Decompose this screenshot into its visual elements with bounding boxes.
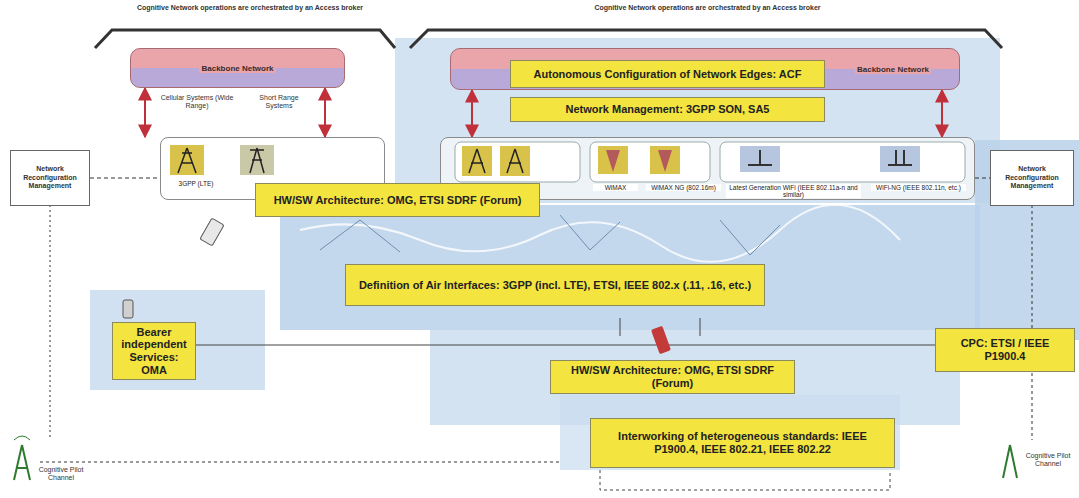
node-text: 3GPP (LTE): [171, 180, 221, 187]
standard-box: Definition of Air Interfaces: 3GPP (incl…: [345, 264, 765, 306]
node-text: HW/SW Architecture: OMG, ETSI SDRF (Foru…: [274, 194, 522, 207]
node-text: Network Reconfiguration Management: [993, 165, 1071, 190]
terrain-line: [320, 215, 780, 255]
node-text: Network Reconfiguration Management: [13, 165, 87, 190]
node-text: Cognitive Network operations are orchest…: [588, 4, 828, 12]
node-text: WiFi-NG (IEEE 802.11n, etc.): [871, 184, 966, 191]
radio-group: [455, 142, 580, 182]
standard-box: Network Management: 3GPP SON, SA5: [510, 97, 825, 122]
phone-icon: [651, 326, 671, 355]
blue-region: [395, 38, 1000, 203]
bearer-line: [195, 345, 935, 346]
interworking-line: [600, 470, 890, 490]
standard-box: HW/SW Architecture: OMG, ETSI SDRF (Foru…: [550, 360, 795, 394]
panel: Cognitive Network operations are orchest…: [110, 4, 390, 204]
panel-bracket: [410, 30, 1002, 48]
node-text: Bearer independent Services: OMA: [117, 326, 191, 377]
node-text: Backbone Network: [855, 65, 931, 74]
node-text: HW/SW Architecture: OMG, ETSI SDRF (Foru…: [555, 364, 790, 389]
dashed-link: [975, 177, 990, 178]
standard-box: Interworking of heterogeneous standards:…: [590, 418, 895, 468]
node-text: Backbone Network: [199, 64, 275, 73]
management-box: Network Reconfiguration Management: [990, 150, 1074, 206]
signal-arrow: [471, 90, 473, 137]
blue-region: [90, 290, 265, 390]
node-text: Cognitive Network operations are orchest…: [130, 4, 370, 12]
standard-box: CPC: ETSI / IEEE P1900.4: [935, 328, 1075, 372]
phone-icon: [200, 218, 224, 246]
signal-arrow: [941, 90, 943, 137]
radio-group: [720, 142, 965, 182]
signal-arrow: [324, 88, 326, 137]
signal-arrow: [144, 88, 146, 137]
standard-box: Bearer independent Services: OMA: [112, 322, 196, 380]
pilot-line: [1032, 205, 1033, 440]
caption-label: Short Range Systems: [248, 94, 310, 110]
blue-region: [280, 205, 980, 330]
panel-bracket: [95, 30, 395, 48]
dashed-link: [90, 177, 160, 178]
standard-box: Autonomous Configuration of Network Edge…: [510, 60, 825, 88]
management-box: Network Reconfiguration Management: [10, 150, 90, 206]
caption-label: Cognitive Pilot Channel: [36, 466, 86, 482]
caption-label: Cellular Systems (Wide Range): [158, 94, 236, 110]
standard-box: HW/SW Architecture: OMG, ETSI SDRF (Foru…: [255, 183, 540, 217]
blue-region: [975, 140, 1079, 340]
node-text: WiMAX: [593, 184, 638, 191]
tower-icon: [170, 145, 920, 176]
node-text: Network Management: 3GPP SON, SA5: [566, 103, 770, 116]
pilot-line: [50, 205, 51, 440]
node-text: Interworking of heterogeneous standards:…: [595, 430, 890, 455]
node-text: Definition of Air Interfaces: 3GPP (incl…: [359, 279, 751, 292]
node-text: CPC: ETSI / IEEE P1900.4: [940, 337, 1070, 362]
node-text: Latest Generation WiFi (IEEE 802.11a-n a…: [726, 184, 861, 198]
node-text: Autonomous Configuration of Network Edge…: [534, 68, 802, 81]
pilot-line: [40, 462, 560, 463]
caption-label: Cognitive Pilot Channel: [1022, 452, 1074, 468]
blue-region: [560, 395, 900, 470]
radio-group: [590, 142, 710, 182]
backbone-band: Backbone Network: [130, 48, 345, 88]
phone-icon: [123, 300, 133, 318]
node-text: WiMAX NG (802.16m): [646, 184, 721, 191]
